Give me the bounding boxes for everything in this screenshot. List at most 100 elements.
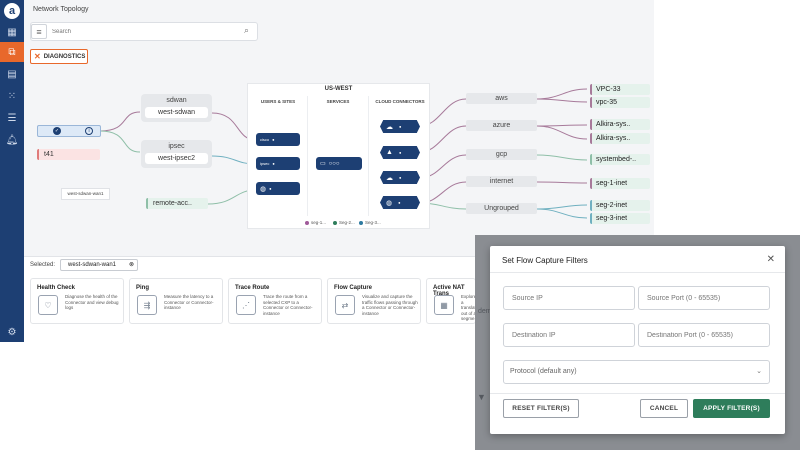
- tool-title: Active NAT Trans: [433, 285, 465, 297]
- status-dot-icon: ●: [269, 186, 272, 191]
- column-divider: [368, 96, 369, 216]
- divider: [490, 393, 785, 394]
- remote-access-node[interactable]: remote-acc..: [146, 198, 208, 209]
- close-icon[interactable]: ⊗: [128, 262, 134, 268]
- legend-label: Seg-2...: [339, 220, 355, 225]
- background-filter-icon: ▼: [477, 392, 486, 402]
- column-cloud-connectors: CLOUD CONNECTORS: [375, 99, 425, 104]
- connector-azure[interactable]: ▲●: [380, 146, 420, 159]
- service-chip[interactable]: ▭○○○: [316, 157, 362, 170]
- dashboard-icon[interactable]: ▦: [7, 26, 17, 38]
- grid-icon[interactable]: ⁙: [7, 90, 17, 102]
- tool-desc: Explore a translat... out of a segme...: [461, 294, 476, 321]
- selected-chip[interactable]: west-sdwan-wan1 ⊗: [60, 259, 138, 271]
- cloud-icon: ☁: [386, 174, 393, 182]
- target-node[interactable]: Alkira-sys..: [590, 119, 650, 130]
- status-dot-icon: ●: [272, 161, 275, 166]
- filter-icon: ≡: [36, 26, 42, 37]
- reset-filters-button[interactable]: RESET FILTER(S): [503, 399, 579, 418]
- left-navigation: a ▦ ⧉ ▤ ⁙ ☰ 🔔︎ ⚙: [0, 0, 24, 342]
- diagnostics-label: DIAGNOSTICS: [43, 53, 86, 60]
- category-internet[interactable]: internet: [466, 176, 537, 187]
- tool-active-nat[interactable]: Active NAT Trans ▦ Explore a translat...…: [426, 278, 476, 324]
- site-header: sdwan: [166, 97, 187, 104]
- tool-desc: Visualize and capture the traffic flows …: [362, 294, 418, 316]
- connector-toggle[interactable]: ✓ i: [37, 125, 101, 137]
- target-node[interactable]: Alkira-sys..: [590, 133, 650, 144]
- column-services: SERVICES: [326, 99, 350, 104]
- t41-node[interactable]: t41: [37, 149, 100, 160]
- tool-ping[interactable]: Ping ⇶ Measure the latency to a Connecto…: [129, 278, 223, 324]
- tool-title: Flow Capture: [334, 285, 373, 291]
- connector-internet[interactable]: ◍●: [380, 196, 420, 209]
- protocol-select-value: Protocol (default any): [510, 368, 577, 375]
- category-aws[interactable]: aws: [466, 93, 537, 104]
- background-text: dem: [478, 308, 492, 315]
- category-azure[interactable]: azure: [466, 120, 537, 131]
- legend-seg-2: Seg-2...: [333, 220, 355, 225]
- target-node[interactable]: systembed-..: [590, 154, 650, 165]
- search-icon[interactable]: ⌕: [244, 25, 250, 35]
- settings-icon[interactable]: ⚙: [7, 326, 17, 338]
- document-icon[interactable]: ▤: [7, 68, 17, 80]
- filter-button[interactable]: ≡: [31, 24, 47, 39]
- tool-desc: Diagnose the health of the Connector and…: [65, 294, 119, 310]
- protocol-select[interactable]: Protocol (default any) ⌄: [503, 360, 770, 384]
- globe-icon: ◍: [260, 185, 267, 193]
- info-icon[interactable]: i: [85, 127, 93, 135]
- close-icon[interactable]: ✕: [766, 254, 775, 265]
- tools-icon: ✕: [34, 52, 41, 61]
- heartbeat-icon: ♡: [38, 295, 58, 315]
- page-title: Network Topology: [33, 6, 89, 13]
- destination-port-field[interactable]: [638, 323, 770, 347]
- site-value: west-ipsec2: [145, 153, 208, 164]
- status-dot-icon: ●: [399, 175, 402, 180]
- site-card-sdwan[interactable]: sdwan west-sdwan: [141, 94, 212, 122]
- status-dot-icon: ●: [399, 124, 402, 129]
- target-node[interactable]: VPC-33: [590, 84, 650, 95]
- nat-icon: ▦: [434, 295, 454, 315]
- tool-trace-route[interactable]: Trace Route ⋰ Trace the route from a sel…: [228, 278, 322, 324]
- user-chip-remote[interactable]: ◍●: [256, 182, 300, 195]
- apply-filters-button[interactable]: APPLY FILTER(S): [693, 399, 770, 418]
- target-node[interactable]: vpc-35: [590, 97, 650, 108]
- check-circle-icon[interactable]: ✓: [53, 127, 61, 135]
- chip-label: ipsec: [260, 161, 270, 166]
- category-ungrouped[interactable]: Ungrouped: [466, 203, 537, 214]
- category-gcp[interactable]: gcp: [466, 149, 537, 160]
- topology-icon[interactable]: ⧉: [0, 42, 24, 62]
- sliders-icon[interactable]: ☰: [7, 112, 17, 124]
- aws-icon: ☁: [386, 123, 393, 131]
- tool-health-check[interactable]: Health Check ♡ Diagnose the health of th…: [30, 278, 124, 324]
- search-input[interactable]: [52, 24, 242, 39]
- legend-seg-1: seg-1...: [305, 220, 326, 225]
- bell-icon[interactable]: 🔔︎: [5, 134, 19, 146]
- legend-seg-3: Seg-3...: [359, 220, 381, 225]
- site-card-ipsec[interactable]: ipsec west-ipsec2: [141, 140, 212, 168]
- route-icon: ⋰: [236, 295, 256, 315]
- connector-aws[interactable]: ☁●: [380, 120, 420, 133]
- tool-flow-capture[interactable]: Flow Capture ⇄ Visualize and capture the…: [327, 278, 421, 324]
- app-logo[interactable]: a: [4, 3, 20, 19]
- destination-ip-field[interactable]: [503, 323, 635, 347]
- tool-title: Ping: [136, 285, 149, 291]
- cancel-button[interactable]: CANCEL: [640, 399, 688, 418]
- user-chip-cisco[interactable]: cisco●: [256, 133, 300, 146]
- region-title: US-WEST: [324, 86, 353, 92]
- target-node[interactable]: seg-2-inet: [590, 200, 650, 211]
- dots-icon: ○○○: [328, 160, 340, 167]
- target-node[interactable]: seg-1-inet: [590, 178, 650, 189]
- ping-icon: ⇶: [137, 295, 157, 315]
- wan-label[interactable]: west-sdwan-wan1: [61, 188, 110, 200]
- selected-chip-label: west-sdwan-wan1: [68, 262, 117, 268]
- source-port-field[interactable]: [638, 286, 770, 310]
- target-node[interactable]: seg-3-inet: [590, 213, 650, 224]
- diagnostics-button[interactable]: ✕ DIAGNOSTICS: [30, 49, 88, 64]
- connector-gcp[interactable]: ☁●: [380, 171, 420, 184]
- tool-title: Health Check: [37, 285, 76, 291]
- source-ip-field[interactable]: [503, 286, 635, 310]
- user-chip-ipsec[interactable]: ipsec●: [256, 157, 300, 170]
- site-header: ipsec: [168, 143, 185, 150]
- column-divider: [307, 96, 308, 216]
- dialog-title: Set Flow Capture Filters: [502, 256, 588, 265]
